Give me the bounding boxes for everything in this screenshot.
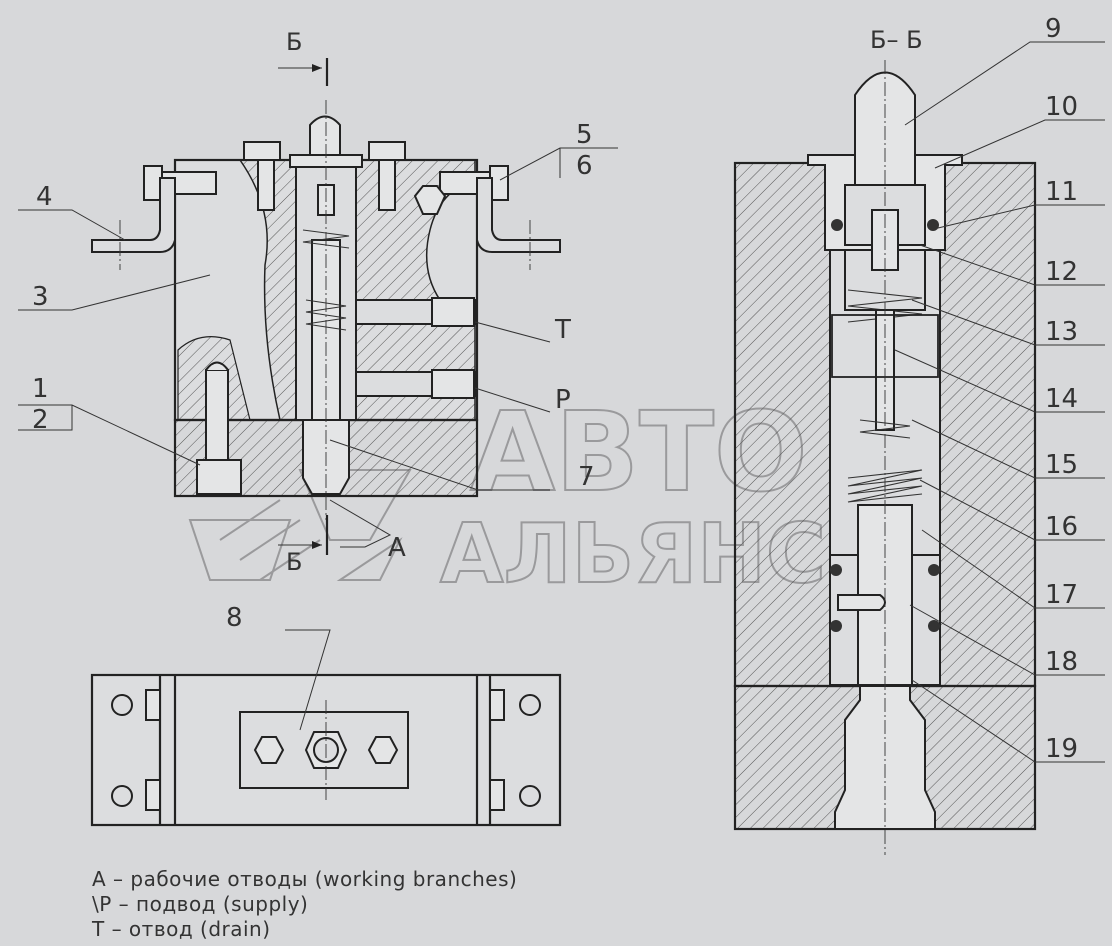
nut-hex bbox=[413, 185, 447, 215]
callout-16: 16 bbox=[1045, 512, 1078, 542]
pin-1 bbox=[205, 369, 229, 461]
callout-9: 9 bbox=[1045, 14, 1062, 44]
callout-17: 17 bbox=[1045, 580, 1078, 610]
plan-bolt-tl bbox=[145, 689, 161, 721]
section-mark-top: Б bbox=[286, 28, 302, 56]
spring-upper bbox=[847, 289, 923, 323]
port-t-fitting bbox=[431, 297, 475, 327]
leader-lines bbox=[18, 41, 1105, 763]
callout-18: 18 bbox=[1045, 647, 1078, 677]
plan-hole-tl bbox=[111, 694, 133, 716]
seal-left bbox=[831, 219, 843, 231]
port-label-a: A bbox=[388, 533, 406, 563]
legend-line-a: A – рабочие отводы (working branches) bbox=[92, 867, 517, 891]
callout-6: 6 bbox=[576, 151, 593, 181]
section-arrowhead-top bbox=[312, 64, 322, 72]
callout-8: 8 bbox=[226, 603, 243, 633]
legend: A – рабочие отводы (working branches) \P… bbox=[91, 867, 517, 941]
callout-15: 15 bbox=[1045, 450, 1078, 480]
seal-lower-r2 bbox=[928, 620, 940, 632]
watermark-logo bbox=[188, 469, 412, 581]
callout-7: 7 bbox=[578, 462, 595, 492]
callout-3: 3 bbox=[32, 282, 49, 312]
section-arrowhead-bottom bbox=[312, 541, 322, 549]
plan-bolt-bl bbox=[145, 779, 161, 811]
legend-line-p: \P – подвод (supply) bbox=[92, 892, 308, 916]
spool-port bbox=[837, 594, 886, 611]
plan-view bbox=[90, 673, 562, 827]
section-b-b-view: Б– Б bbox=[733, 26, 1037, 855]
plan-hex-left bbox=[253, 736, 285, 764]
plan-bolt-tr bbox=[489, 689, 505, 721]
top-bolt-right-head bbox=[368, 141, 406, 161]
front-section-view: Б Б bbox=[91, 28, 561, 576]
seal-lower-r1 bbox=[928, 564, 940, 576]
plunger-top bbox=[309, 115, 341, 161]
callout-10: 10 bbox=[1045, 92, 1078, 122]
seal-right bbox=[927, 219, 939, 231]
plan-hole-tr bbox=[519, 694, 541, 716]
port-label-p: P bbox=[555, 385, 571, 415]
callout-5: 5 bbox=[576, 120, 593, 150]
bracket-right bbox=[476, 177, 561, 253]
callout-1: 1 bbox=[32, 374, 49, 404]
section-mark-bottom: Б bbox=[286, 548, 302, 576]
callout-19: 19 bbox=[1045, 734, 1078, 764]
plan-hole-br bbox=[519, 785, 541, 807]
callout-12: 12 bbox=[1045, 257, 1078, 287]
top-bolt-left bbox=[257, 159, 275, 211]
seal-lower-l1 bbox=[830, 564, 842, 576]
callout-numbers: 1 2 3 4 5 6 7 8 9 10 11 12 13 14 15 16 1… bbox=[32, 14, 1078, 764]
section-title: Б– Б bbox=[870, 26, 923, 54]
bracket-left bbox=[91, 177, 176, 253]
outlet-fitting bbox=[834, 685, 936, 830]
callout-11: 11 bbox=[1045, 177, 1078, 207]
plan-hole-bl bbox=[111, 785, 133, 807]
seal-lower-l2 bbox=[830, 620, 842, 632]
plan-hex-right bbox=[367, 736, 399, 764]
top-bolt-left-head bbox=[243, 141, 281, 161]
port-p-fitting bbox=[431, 369, 475, 399]
callout-14: 14 bbox=[1045, 384, 1078, 414]
plan-bolt-br bbox=[489, 779, 505, 811]
pin-1-head bbox=[196, 459, 242, 495]
callout-13: 13 bbox=[1045, 317, 1078, 347]
port-label-t: T bbox=[554, 315, 571, 345]
top-bolt-right bbox=[378, 159, 396, 211]
callout-2: 2 bbox=[32, 405, 49, 435]
legend-line-t: T – отвод (drain) bbox=[91, 917, 271, 941]
callout-4: 4 bbox=[36, 182, 53, 212]
pin-1-tip bbox=[205, 361, 229, 371]
